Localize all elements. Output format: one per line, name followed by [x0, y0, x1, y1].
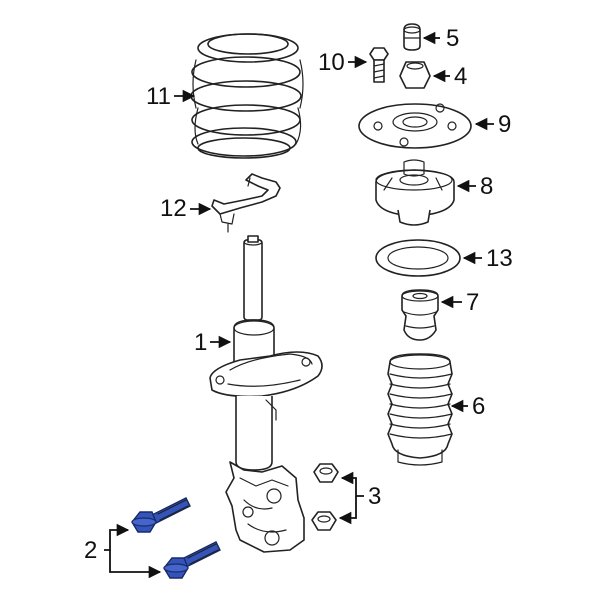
callout-label-10: 10 — [318, 49, 345, 76]
callout-6: 6 — [450, 393, 485, 420]
callout-3: 3 — [338, 471, 381, 525]
callout-label-7: 7 — [466, 289, 479, 316]
callout-8: 8 — [456, 173, 493, 200]
spring-insulator — [211, 173, 281, 233]
callout-5: 5 — [422, 25, 459, 52]
leader-arrow-2a — [104, 523, 130, 551]
callout-label-11: 11 — [146, 83, 171, 110]
dust-cap — [403, 23, 421, 51]
top-mount-bolt — [369, 47, 389, 83]
flange-nut-lower — [311, 511, 337, 531]
bump-stop — [401, 289, 439, 341]
strut-assembly — [209, 235, 323, 553]
callout-label-9: 9 — [498, 111, 511, 138]
callout-4: 4 — [432, 63, 467, 90]
callout-10: 10 — [318, 49, 368, 76]
callout-label-3: 3 — [368, 483, 381, 510]
leader-arrow-3b — [338, 496, 357, 525]
callout-label-6: 6 — [472, 393, 485, 420]
mounting-bolt-lower — [163, 541, 221, 579]
callout-label-1: 1 — [194, 329, 207, 356]
callout-label-4: 4 — [454, 63, 467, 90]
top-nut — [399, 61, 431, 89]
callout-label-8: 8 — [480, 173, 493, 200]
callout-label-5: 5 — [446, 25, 459, 52]
callout-1: 1 — [194, 329, 232, 356]
callout-11: 11 — [146, 83, 196, 110]
bearing-ring — [375, 239, 461, 277]
callout-7: 7 — [440, 289, 479, 316]
callout-label-12: 12 — [160, 195, 187, 222]
coil-spring — [190, 33, 304, 159]
leader-arrow-2b — [109, 550, 162, 579]
upper-mount-plate — [358, 103, 472, 149]
mounting-bolt-upper — [131, 497, 191, 533]
dust-boot — [387, 353, 453, 466]
callout-13: 13 — [462, 245, 513, 272]
strut-mount — [375, 159, 455, 226]
leader-arrow-3a — [340, 471, 364, 497]
callout-9: 9 — [474, 111, 511, 138]
callout-label-2: 2 — [84, 537, 97, 564]
flange-nut-upper — [313, 463, 339, 483]
callout-2: 2 — [84, 523, 162, 579]
callout-12: 12 — [160, 195, 212, 222]
callout-label-13: 13 — [486, 245, 513, 272]
